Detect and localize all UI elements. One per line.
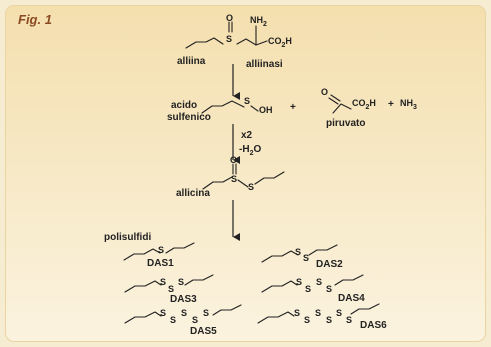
allicin-allyl-chain-left xyxy=(202,176,233,190)
das5-s-atom-4: S xyxy=(192,315,199,325)
das5-label: DAS5 xyxy=(190,326,217,337)
das2-skeleton xyxy=(261,250,299,263)
das6-s-atom-3: S xyxy=(315,308,322,318)
das6-s-atom-6: S xyxy=(346,315,353,325)
step2-condition-x2: x2 xyxy=(241,130,253,141)
das4-skeleton xyxy=(261,280,298,293)
alliin-nh2-atom: NH2 xyxy=(250,15,267,28)
das4-s-atom-4: S xyxy=(326,284,333,294)
das1-s-atom: S xyxy=(158,245,165,255)
das6-label: DAS6 xyxy=(360,320,387,331)
das4-skeleton-right xyxy=(334,274,364,286)
das3-s-atom-3: S xyxy=(178,277,185,287)
pyruvate-co-bond-2 xyxy=(330,94,341,102)
das5-s-atom-5: S xyxy=(203,308,210,318)
nh3-atom: NH3 xyxy=(400,98,417,111)
das4-s-atom-3: S xyxy=(316,277,323,287)
pyruvate-skeleton xyxy=(332,103,352,114)
plus-sign-1: + xyxy=(290,102,296,113)
das3-s-atom-1: S xyxy=(160,277,167,287)
das2-skeleton-right xyxy=(308,244,338,256)
alliin-backbone xyxy=(236,38,268,46)
pyruvate-label: piruvato xyxy=(326,118,366,129)
allicin-label: allicina xyxy=(176,188,210,199)
allicin-s-s-bond xyxy=(237,179,249,188)
sulfenic-s-oh-bond xyxy=(250,105,259,112)
polysulfide-label: polisulfidi xyxy=(104,232,152,243)
das4-s-atom-1: S xyxy=(296,277,303,287)
das6-s-atom-4: S xyxy=(326,315,333,325)
das5-s-atom-3: S xyxy=(181,308,188,318)
das1-skeleton xyxy=(123,248,161,261)
das6-s-atom-1: S xyxy=(294,308,301,318)
das6-skeleton-right xyxy=(350,303,380,315)
das5-skeleton xyxy=(124,311,162,324)
pyruvate-co-bond-1 xyxy=(328,97,339,105)
enzyme-label: alliinasi xyxy=(246,59,283,70)
das3-skeleton xyxy=(124,280,162,293)
das3-label: DAS3 xyxy=(170,294,197,305)
das4-label: DAS4 xyxy=(338,293,365,304)
das6-s-atom-5: S xyxy=(336,308,343,318)
alliin-label: alliina xyxy=(177,56,206,67)
step2-condition-water: -H2O xyxy=(239,144,262,157)
alliin-allyl-chain xyxy=(185,37,224,49)
das4-s-atom-2: S xyxy=(305,284,312,294)
das2-s-atom-2: S xyxy=(303,253,310,263)
alliin-o-atom: O xyxy=(226,13,234,23)
plus-sign-2: + xyxy=(388,99,394,110)
das3-s-atom-2: S xyxy=(168,284,175,294)
alliin-s-atom: S xyxy=(226,34,233,44)
das1-label: DAS1 xyxy=(147,258,174,269)
pyruvate-o-atom: O xyxy=(321,87,329,97)
das5-s-atom-1: S xyxy=(160,308,167,318)
sulfenic-acid-label-line1: acido xyxy=(171,100,198,111)
das1-skeleton-right xyxy=(165,242,195,254)
pyruvate-co2h-atom: CO2H xyxy=(352,98,376,111)
allicin-s-atom-2: S xyxy=(248,182,255,192)
das2-s-atom-1: S xyxy=(295,247,302,257)
allicin-allyl-chain-right xyxy=(254,171,285,185)
das6-s-atom-2: S xyxy=(304,315,311,325)
das2-label: DAS2 xyxy=(316,259,343,270)
das6-skeleton xyxy=(257,311,295,324)
sulfenic-s-atom: S xyxy=(244,96,251,106)
figure-panel xyxy=(5,5,486,342)
figure-title: Fig. 1 xyxy=(18,12,52,27)
sulfenic-allyl-chain xyxy=(201,100,245,114)
das3-skeleton-right xyxy=(184,274,214,286)
allicin-s-atom-1: S xyxy=(231,174,238,184)
das5-s-atom-2: S xyxy=(170,315,177,325)
sulfenic-oh-atom: OH xyxy=(259,105,273,115)
das5-skeleton-right xyxy=(212,304,242,316)
sulfenic-acid-label-line2: sulfenico xyxy=(167,112,211,123)
allicin-o-atom: O xyxy=(230,155,238,165)
alliin-co2h-atom: CO2H xyxy=(268,36,292,49)
